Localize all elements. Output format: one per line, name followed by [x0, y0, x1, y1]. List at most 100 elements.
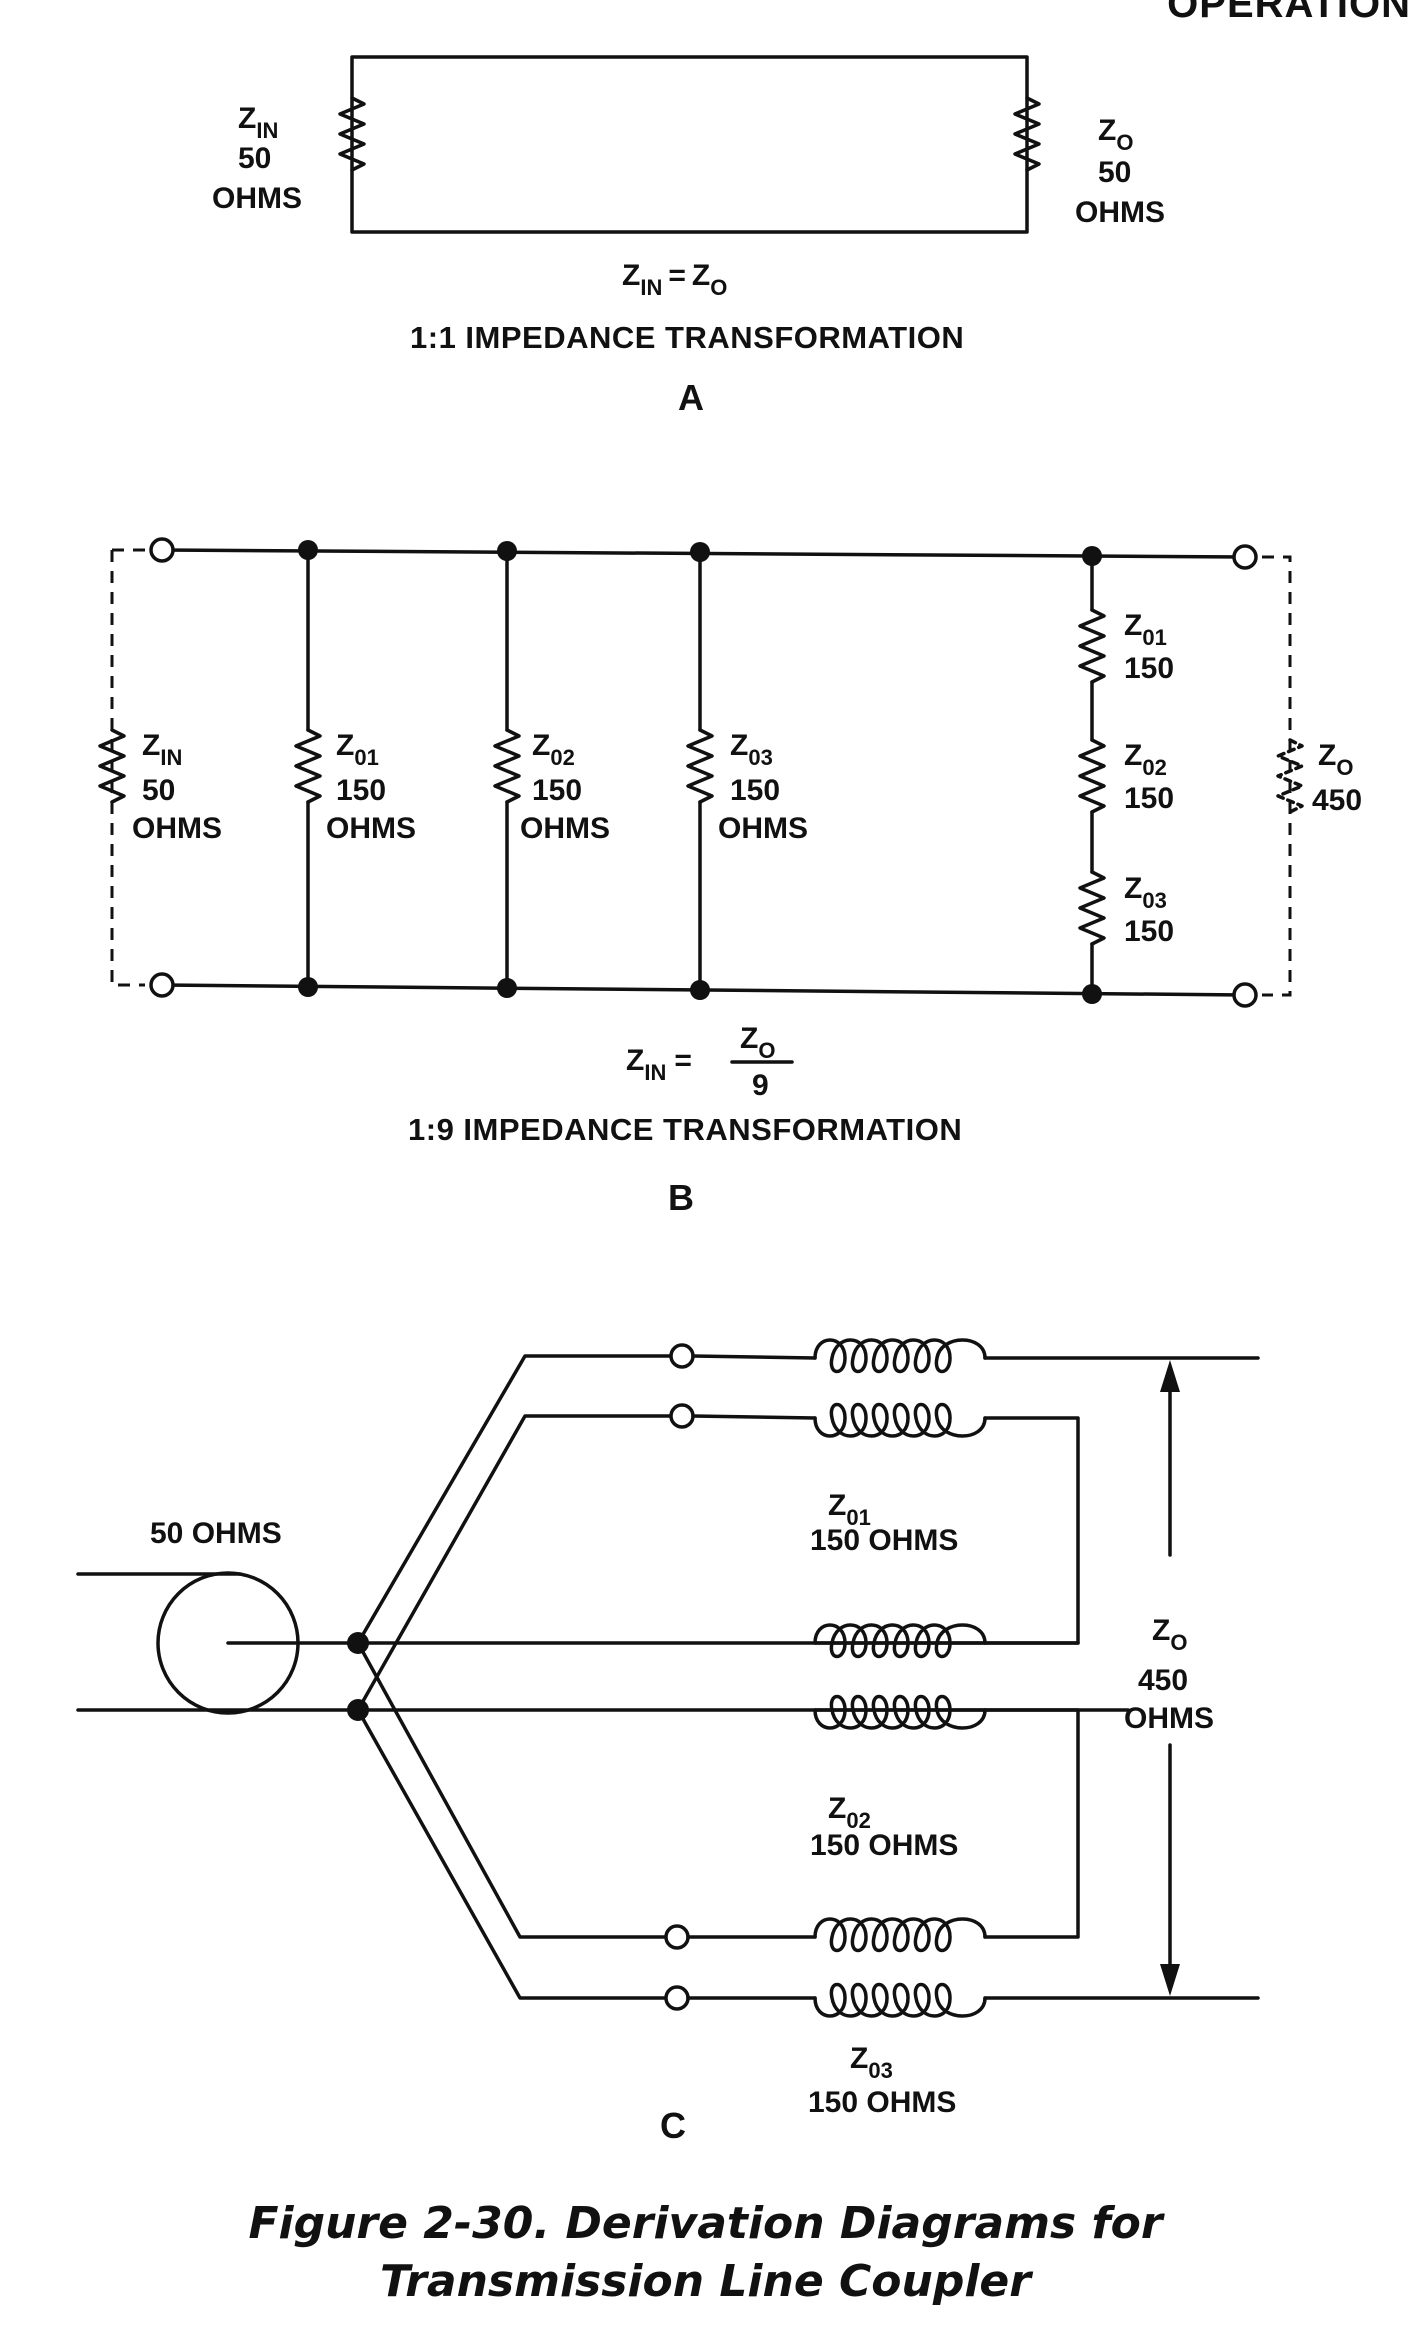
- panel-b-z03-resistor: [686, 728, 714, 804]
- panel-b-zin-value: 50: [142, 774, 175, 807]
- panel-a-zo-unit: OHMS: [1075, 196, 1165, 229]
- panel-b-zo-resistor: [1276, 738, 1304, 814]
- panel-c-coil-5: [813, 1917, 987, 1953]
- panel-c-coil-6: [813, 1982, 987, 2018]
- panel-c-coil-2: [813, 1402, 987, 1438]
- panel-b-zin-unit: OHMS: [132, 812, 222, 845]
- panel-b-z01-value: 150: [336, 774, 386, 807]
- panel-b-series-z02-label: Z02: [1124, 739, 1167, 780]
- panel-b-z03-unit: OHMS: [718, 812, 808, 845]
- panel-a-caption: 1:1 IMPEDANCE TRANSFORMATION: [410, 320, 964, 355]
- panel-a-zo-label: ZO: [1098, 114, 1133, 155]
- panel-c-source-label: 50 OHMS: [150, 1517, 282, 1550]
- panel-a-zo-value: 50: [1098, 156, 1131, 189]
- panel-b-junction: [497, 541, 517, 561]
- panel-b-terminal: [149, 537, 175, 563]
- panel-b-z01-unit: OHMS: [326, 812, 416, 845]
- panel-b-series-z01-value: 150: [1124, 652, 1174, 685]
- panel-b-equation-left: ZIN=: [626, 1044, 692, 1085]
- panel-c-wire: [691, 1354, 817, 1360]
- panel-a-zin-value: 50: [238, 142, 271, 175]
- panel-b-z03-label: Z03: [730, 729, 773, 770]
- panel-b-z01-resistor: [294, 728, 322, 804]
- panel-c-zo-label: ZO: [1152, 1614, 1187, 1655]
- panel-a-zin-label: ZIN: [238, 102, 278, 143]
- panel-c-z03-label: Z03: [850, 2042, 893, 2083]
- panel-a-zo-resistor: [1013, 96, 1041, 172]
- panel-c-arrowhead-up: [1160, 1360, 1180, 1392]
- panel-b-junction: [1082, 984, 1102, 1004]
- panel-b-series-z01-resistor: [1078, 608, 1106, 684]
- panel-b-junction: [690, 980, 710, 1000]
- panel-b-letter: B: [668, 1177, 694, 1218]
- panel-b-z02-label: Z02: [532, 729, 575, 770]
- panel-b-right-dashed: [1262, 555, 1292, 997]
- panel-c-terminal: [664, 1985, 690, 2011]
- panel-b-circuit: [98, 537, 1304, 1008]
- panel-b-junction: [1082, 546, 1102, 566]
- panel-b-zin-label: ZIN: [142, 729, 182, 770]
- panel-a-letter: A: [678, 377, 704, 418]
- page-header-fragment: OPERATION: [1167, 0, 1411, 26]
- panel-b-junction: [298, 540, 318, 560]
- panel-c-zo-value: 450: [1138, 1664, 1188, 1697]
- panel-b-z02-value: 150: [532, 774, 582, 807]
- panel-b-series-z02-value: 150: [1124, 782, 1174, 815]
- panel-b-equation-denominator: 9: [752, 1069, 769, 1102]
- panel-a-circuit: [338, 55, 1041, 234]
- panel-c-z01-value: 150 OHMS: [810, 1524, 958, 1557]
- panel-b-z01-label: Z01: [336, 729, 379, 770]
- panel-c-letter: C: [660, 2105, 686, 2146]
- panel-c-terminal: [669, 1343, 695, 1369]
- panel-a-zin-resistor: [338, 96, 366, 172]
- panel-c-terminal: [669, 1403, 695, 1429]
- figure-caption-line-2: Transmission Line Coupler: [380, 2256, 1031, 2307]
- panel-b-series-z02-resistor: [1078, 738, 1106, 814]
- panel-b-z02-resistor: [493, 728, 521, 804]
- panel-b-terminal: [149, 972, 175, 998]
- panel-b-left-dashed: [110, 548, 145, 987]
- panel-b-caption: 1:9 IMPEDANCE TRANSFORMATION: [408, 1112, 962, 1147]
- panel-c-fan-line-2: [356, 1414, 677, 1712]
- panel-c-arrowhead-down: [1160, 1964, 1180, 1996]
- panel-c-z02-label: Z02: [828, 1792, 871, 1833]
- panel-c-circuit: [76, 1338, 1260, 2018]
- panel-b-z02-unit: OHMS: [520, 812, 610, 845]
- panel-c-fan-line-3: [356, 1641, 672, 1939]
- panel-b-series-z03-label: Z03: [1124, 872, 1167, 913]
- panel-c-z02-value: 150 OHMS: [810, 1829, 958, 1862]
- panel-a-loop: [350, 55, 1029, 234]
- panel-b-series-z03-resistor: [1078, 870, 1106, 946]
- panel-c-link-2: [983, 1708, 1080, 1939]
- panel-c-link-1: [983, 1416, 1080, 1645]
- panel-c-fan-line-1: [356, 1354, 677, 1645]
- panel-a-zin-unit: OHMS: [212, 182, 302, 215]
- panel-b-junction: [497, 978, 517, 998]
- panel-b-series-z01-label: Z01: [1124, 609, 1167, 650]
- panel-c-zo-unit: OHMS: [1124, 1702, 1214, 1735]
- panel-c-junction: [347, 1699, 369, 1721]
- panel-a-equation: ZIN=ZO: [622, 259, 727, 300]
- panel-b-junction: [690, 542, 710, 562]
- figure-caption-line-1: Figure 2-30. Derivation Diagrams for: [248, 2198, 1163, 2249]
- panel-c-terminal: [664, 1924, 690, 1950]
- panel-b-zin-resistor: [98, 728, 126, 804]
- panel-c-z01-label: Z01: [828, 1489, 871, 1530]
- panel-c-junction: [347, 1632, 369, 1654]
- panel-b-z03-value: 150: [730, 774, 780, 807]
- panel-c-z03-value: 150 OHMS: [808, 2086, 956, 2119]
- panel-b-junction: [298, 977, 318, 997]
- panel-c-coil-1: [813, 1338, 987, 1374]
- panel-b-series-z03-value: 150: [1124, 915, 1174, 948]
- panel-b-zo-value: 450: [1312, 784, 1362, 817]
- panel-b-equation-numerator: ZO: [740, 1022, 775, 1063]
- panel-c-coil-3: [813, 1623, 987, 1659]
- panel-b-terminal: [1232, 982, 1258, 1008]
- panel-b-terminal: [1232, 544, 1258, 570]
- figure-caption: Figure 2-30. Derivation Diagrams for Tra…: [0, 2195, 1411, 2311]
- panel-c-coil-4: [813, 1694, 987, 1730]
- panel-c-fan-line-4: [356, 1708, 672, 2000]
- panel-c-wire: [691, 1414, 817, 1420]
- panel-b-zo-label: ZO: [1318, 739, 1353, 780]
